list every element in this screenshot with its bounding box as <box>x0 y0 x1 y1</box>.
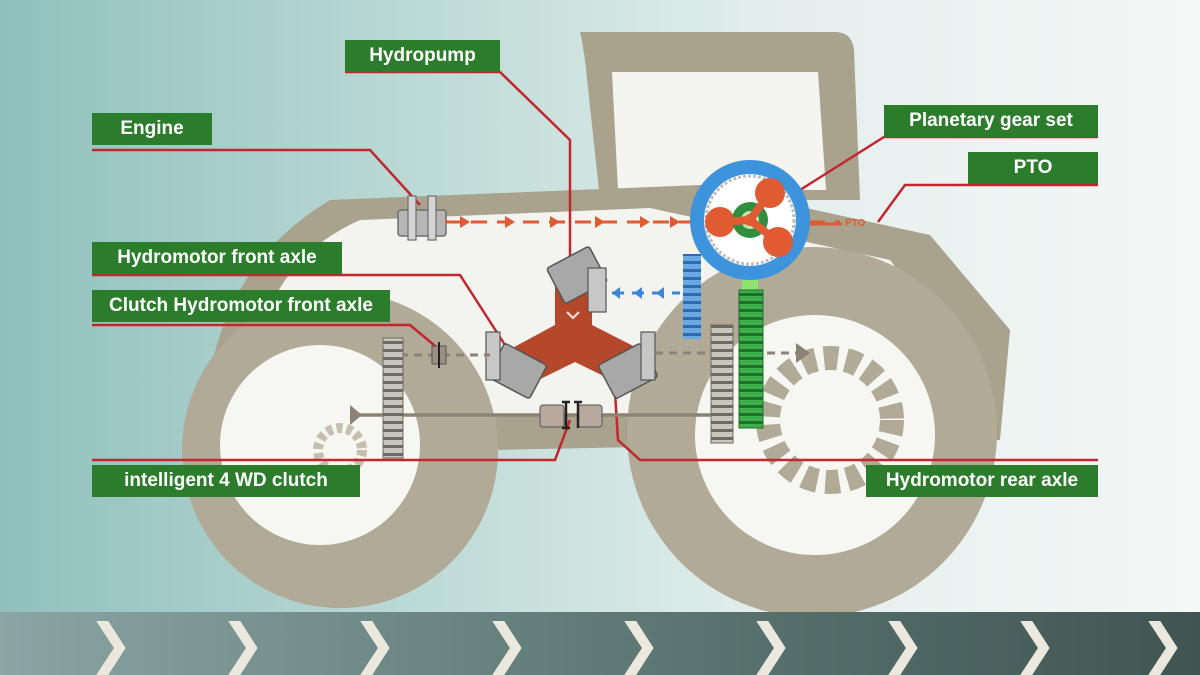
bottom-chevron-bar: ❯ ❯ ❯ ❯ ❯ ❯ ❯ ❯ ❯ <box>0 612 1200 675</box>
label-intelligent-4wd-clutch: intelligent 4 WD clutch <box>92 465 360 497</box>
planetary-gear-set-icon <box>690 160 810 280</box>
chevron-right-icon: ❯ <box>880 612 926 675</box>
4wd-clutch-icon <box>539 400 603 430</box>
label-hydropump: Hydropump <box>345 40 500 72</box>
label-clutch-hydromotor-front-axle: Clutch Hydromotor front axle <box>92 290 390 322</box>
chevron-right-icon: ❯ <box>484 612 530 675</box>
rear-wheel <box>627 247 997 617</box>
chevron-right-icon: ❯ <box>88 612 134 675</box>
front-axle-clutch-icon <box>431 342 447 368</box>
green-output-gear <box>738 250 764 429</box>
chevron-right-icon: ❯ <box>220 612 266 675</box>
front-gear-stack <box>382 337 404 459</box>
hydromotor-rear-axle-icon <box>598 331 658 399</box>
label-planetary-gear-set: Planetary gear set <box>884 105 1098 137</box>
pto-output-label: PTO <box>845 218 866 229</box>
chevron-right-icon: ❯ <box>352 612 398 675</box>
label-hydromotor-rear-axle: Hydromotor rear axle <box>866 465 1098 497</box>
chevron-right-icon: ❯ <box>748 612 794 675</box>
label-engine: Engine <box>92 113 212 145</box>
hydropump-icon <box>546 246 608 313</box>
label-hydromotor-front-axle: Hydromotor front axle <box>92 242 342 274</box>
front-wheel <box>182 292 498 608</box>
engine-power-flow <box>445 216 840 228</box>
hydromotor-front-axle-icon <box>485 331 547 399</box>
rear-gear-stack <box>710 324 734 444</box>
engine-icon <box>397 195 447 241</box>
return-flow <box>612 254 701 339</box>
chevron-right-icon: ❯ <box>616 612 662 675</box>
chevron-right-icon: ❯ <box>1012 612 1058 675</box>
chevron-right-icon: ❯ <box>1140 612 1186 675</box>
label-pto: PTO <box>968 152 1098 184</box>
